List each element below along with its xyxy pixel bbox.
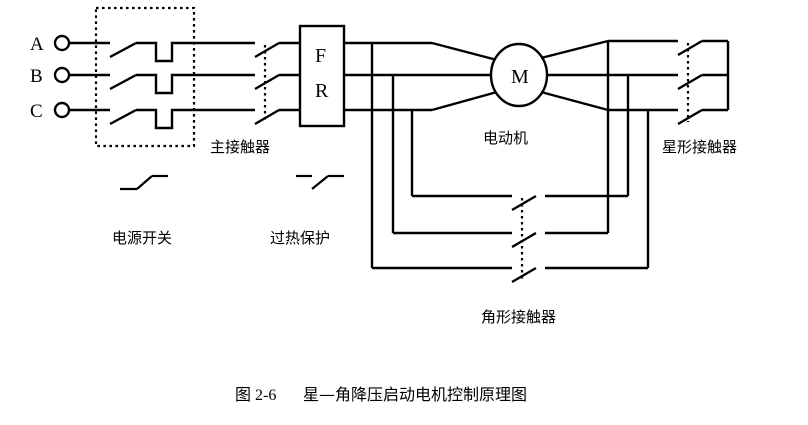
terminal-phase-b[interactable] bbox=[53, 66, 71, 84]
caption-text: 星—角降压启动电机控制原理图 bbox=[303, 385, 527, 404]
delta-contactor-label: 角形接触器 bbox=[481, 308, 556, 326]
delta-contactor-blade-3[interactable] bbox=[511, 266, 537, 284]
power-switch-enclosure bbox=[94, 6, 196, 148]
motor-lead-right-w bbox=[540, 90, 609, 112]
caption-number: 图 2-6 bbox=[235, 387, 276, 404]
main-contactor-blade-a[interactable] bbox=[254, 41, 280, 59]
thermal-relay-letter-r: R bbox=[315, 80, 329, 102]
main-contactor-blade-c[interactable] bbox=[254, 108, 280, 126]
fuse-phase-c bbox=[136, 108, 194, 130]
thermal-relay-box[interactable] bbox=[298, 24, 346, 128]
phase-label-b: B bbox=[30, 66, 43, 87]
power-switch-blade-c[interactable] bbox=[109, 108, 137, 126]
delta-contactor-blade-1[interactable] bbox=[511, 194, 537, 212]
motor-lead-left-a bbox=[431, 41, 498, 62]
star-contactor-label: 星形接触器 bbox=[662, 138, 737, 156]
delta-contactor-blade-2[interactable] bbox=[511, 231, 537, 249]
fuse-phase-b bbox=[136, 73, 194, 95]
power-switch-label: 电源开关 bbox=[112, 229, 172, 247]
terminal-phase-a[interactable] bbox=[53, 34, 71, 52]
thermal-relay-label: 过热保护 bbox=[270, 229, 330, 247]
main-contactor-blade-b[interactable] bbox=[254, 73, 280, 91]
motor-lead-right-u bbox=[540, 39, 609, 60]
motor-label: 电动机 bbox=[483, 129, 528, 147]
power-switch-leader-blade bbox=[136, 175, 153, 190]
motor-lead-left-c bbox=[431, 90, 498, 112]
phase-label-a: A bbox=[30, 34, 44, 55]
main-contactor-label: 主接触器 bbox=[210, 138, 270, 156]
star-contactor-blade-1[interactable] bbox=[677, 39, 703, 57]
power-switch-blade-a[interactable] bbox=[109, 41, 137, 59]
terminal-phase-c[interactable] bbox=[53, 101, 71, 119]
power-switch-blade-b[interactable] bbox=[109, 73, 137, 91]
star-contactor-blade-2[interactable] bbox=[677, 73, 703, 91]
phase-label-c: C bbox=[30, 101, 43, 122]
thermal-relay-letter-f: F bbox=[315, 45, 326, 67]
star-contactor-blade-3[interactable] bbox=[677, 108, 703, 126]
fuse-phase-a bbox=[136, 41, 194, 63]
motor-letter: M bbox=[511, 66, 529, 88]
thermal-leader-blade bbox=[311, 175, 329, 190]
